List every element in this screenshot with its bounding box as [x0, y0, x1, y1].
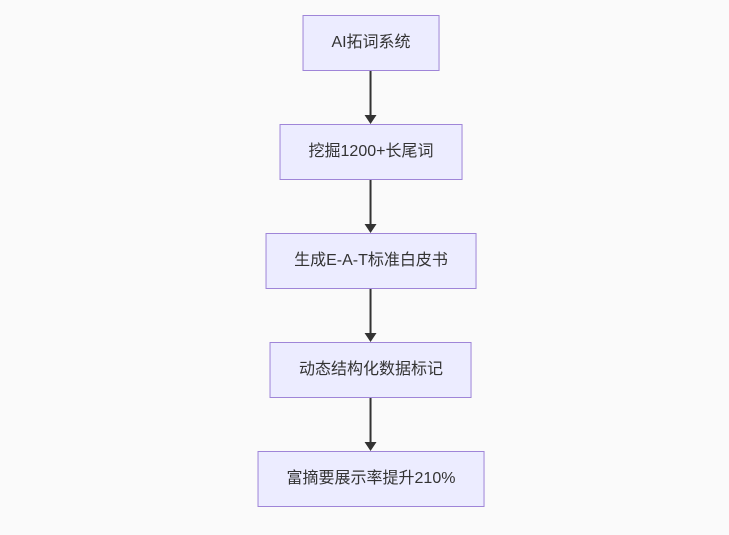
- flow-node-ai-keyword-system: AI拓词系统: [302, 15, 440, 71]
- arrow-down-icon: [365, 442, 377, 451]
- flow-node-structured-data-markup: 动态结构化数据标记: [269, 342, 472, 398]
- arrow-line: [370, 71, 372, 115]
- arrow-down-icon: [365, 333, 377, 342]
- node-label: 生成E-A-T标准白皮书: [294, 252, 448, 270]
- arrow-line: [370, 289, 372, 333]
- arrow-connector-4: [364, 398, 378, 451]
- flow-node-rich-snippet-result: 富摘要展示率提升210%: [257, 451, 485, 507]
- arrow-connector-3: [364, 289, 378, 342]
- node-label: 富摘要展示率提升210%: [286, 470, 456, 488]
- arrow-line: [370, 398, 372, 442]
- node-label: AI拓词系统: [331, 34, 411, 52]
- flow-node-eat-whitepaper: 生成E-A-T标准白皮书: [265, 233, 477, 289]
- arrow-down-icon: [365, 115, 377, 124]
- arrow-line: [370, 180, 372, 224]
- flow-node-longtail-mining: 挖掘1200+长尾词: [279, 124, 463, 180]
- arrow-down-icon: [365, 224, 377, 233]
- flowchart-column: AI拓词系统 挖掘1200+长尾词 生成E-A-T标准白皮书 动态结构化数据标记: [257, 15, 485, 507]
- node-label: 挖掘1200+长尾词: [308, 143, 434, 161]
- arrow-connector-2: [364, 180, 378, 233]
- node-label: 动态结构化数据标记: [298, 361, 443, 379]
- arrow-connector-1: [364, 71, 378, 124]
